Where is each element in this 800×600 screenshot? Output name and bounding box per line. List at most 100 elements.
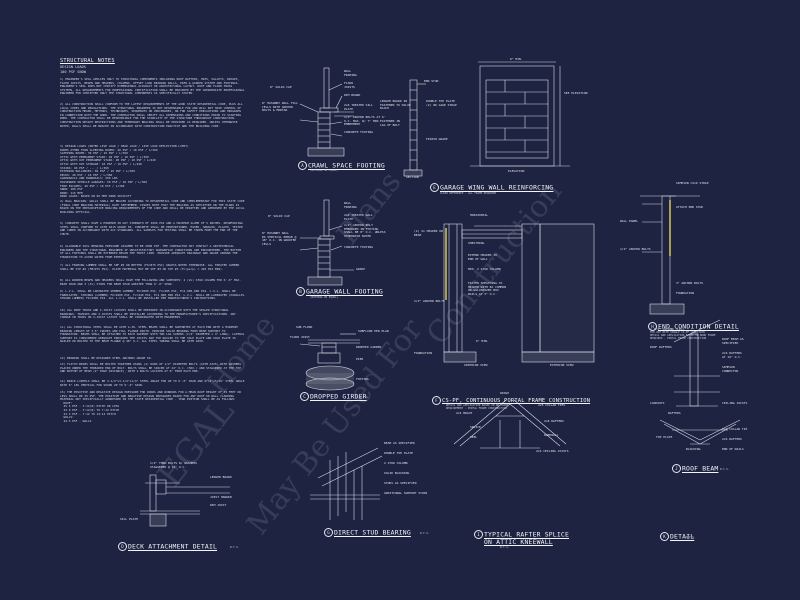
detail-i-letter: I — [474, 530, 483, 539]
callout: 3" ANCHOR BOLTS — [676, 281, 704, 285]
detail-i-scale: N.T.S. — [500, 546, 510, 549]
detail-d-scale: N.T.S. — [230, 546, 240, 549]
callout: CONCRETE FOOTING — [344, 130, 373, 134]
note-3: 3) DESIGN LOADS (NOTED LIVE LOAD / DEAD … — [60, 144, 189, 199]
callout: KNEEWALL — [544, 433, 559, 437]
detail-f-portal-frame — [443, 223, 595, 363]
note-11: 11) ALL STRUCTURAL STEEL SHALL BE ASTM A… — [60, 325, 247, 344]
detail-c-scale: N.T.S. — [360, 396, 370, 399]
callout: 6" MIN. — [510, 57, 523, 61]
callout: FOOTING — [356, 377, 369, 381]
callout: FASTENER IN LAG OF BOLT — [380, 119, 400, 127]
detail-g-letter: G — [324, 528, 333, 537]
note-7: 7) ALL FRAMING LUMBER SHALL BE SPF #2 OR… — [60, 263, 242, 271]
callout: END OF NAILS — [722, 447, 744, 451]
callout: WALL FRAMING — [344, 201, 357, 209]
note-5: 5) CONCRETE SHALL HAVE A MINIMUM 28 DAY … — [60, 221, 245, 236]
callout: EXTERIOR VIEW — [550, 363, 574, 367]
detail-i-title-line2: ON ATTIC KNEEWALL — [484, 538, 553, 546]
notes-snow-load: 100 PSF SNOW — [60, 70, 86, 74]
detail-h-title-text: END CONDITION DETAIL — [658, 322, 739, 331]
detail-f-letter: F — [432, 396, 441, 405]
callout: PIER — [356, 357, 364, 361]
callout: ROOF BEAM AS SPECIFIED — [722, 337, 744, 345]
note-13: 13) FLITCH BEAMS SHALL BE BOLTED TOGETHE… — [60, 362, 243, 374]
callout: SILL PLATE — [120, 517, 139, 521]
note-10: 10) ALL ROOF TRUSS AND I-JOIST LAYOUTS S… — [60, 308, 238, 320]
callout: FINISH GRADE — [426, 137, 448, 141]
callout: 1/2" ANCHOR BOLTS AT 6' O.C. MAX. W/ 7" … — [344, 115, 386, 126]
detail-i-rafter-splice — [453, 399, 567, 449]
callout: SUBFLOOR PER PLAN — [358, 329, 389, 333]
callout: MIN. 2 STUD COLUMN — [468, 267, 501, 271]
detail-h-letter: H — [648, 322, 657, 331]
callout: SIMPSON CONNECTOR — [722, 365, 739, 373]
detail-e-title-text: GARAGE WING WALL REINFORCING — [440, 183, 554, 192]
detail-d-deck-attachment — [140, 474, 230, 527]
callout: ATTACH END STUD — [676, 205, 704, 209]
callout: GRADE — [356, 267, 366, 271]
detail-e-letter: E — [430, 183, 439, 192]
notes-subtitle: DESIGN LOADS — [60, 65, 86, 69]
callout: 1/2" ANCHOR BOLTS — [620, 247, 651, 251]
callout: FLOOR JOISTS — [344, 81, 355, 89]
callout: 6" MIN. — [476, 339, 489, 343]
note-2: 2) ALL CONSTRUCTION SHALL CONFORM TO THE… — [60, 102, 245, 128]
callout: SUB FLOOR — [296, 325, 313, 329]
callout: 2x6 TREATED SILL PLATE — [344, 103, 373, 111]
callout: BLOCKING — [686, 447, 701, 451]
callout: ROOF RAFTERS — [650, 345, 672, 349]
callout: FASTEN SHEATHING TO HEADER WITH 8d COMMO… — [468, 281, 506, 296]
detail-a-scale: (NOTHING OR EQUAL) — [310, 169, 339, 172]
callout: HEEL — [470, 435, 478, 439]
detail-d-letter: D — [118, 542, 127, 551]
callout: JOIST HANGER — [210, 495, 232, 499]
detail-e-scale: CLEAR REFERENCE - ALL FRAME REQUIRED — [440, 192, 497, 195]
callout: SIMPSON CS16 STRAP — [676, 181, 709, 185]
callout: 2x6 COLLAR TIES — [538, 403, 566, 407]
notes-title: STRUCTURAL NOTES — [60, 58, 115, 64]
detail-j-scale: N.T.S. — [720, 468, 730, 471]
callout: RIM JOIST — [210, 503, 227, 507]
detail-i-title-text: TYPICAL RAFTER SPLICE — [484, 530, 569, 539]
detail-a-crawl-space-footing — [299, 67, 354, 157]
detail-k-letter: K — [660, 532, 669, 541]
note-1: 1) ENGINEER'S SEAL APPLIES ONLY TO STRUC… — [60, 77, 247, 96]
detail-b-garage-wall-footing — [299, 199, 354, 286]
callout: FLOOR JOIST — [290, 335, 310, 339]
detail-c-dropped-girder — [299, 333, 360, 391]
callout: LEDGER BOARD — [210, 475, 232, 479]
callout: CONCRETE FOOTING — [344, 245, 373, 249]
callout: FOUNDATION — [414, 351, 433, 355]
callout: HORIZONTAL — [470, 213, 489, 217]
callout: EXTEND HEADER TO END OF WALL — [468, 253, 497, 261]
detail-g-title-text: DIRECT STUD BEARING — [334, 528, 411, 537]
callout: INTERIOR VIEW — [464, 363, 488, 367]
detail-b-letter: B — [296, 287, 305, 296]
callout: TOP PLATE — [656, 435, 673, 439]
callout: 1/2" ANCHOR BOLTS — [414, 299, 445, 303]
callout: (2) 2x HEADER OR BEAM — [414, 229, 443, 237]
callout: 8" MASONRY WALL #4 VERTICAL REBAR @ 48" … — [262, 231, 297, 246]
detail-c-title-text: DROPPED GIRDER — [310, 392, 367, 401]
detail-h-scale: FOR USE WITH SINGLE CS-PF CONDITION DETA… — [650, 331, 716, 340]
callout: 2x4 BRACE — [456, 411, 473, 415]
detail-j-title-text: ROOF BEAM — [682, 464, 719, 473]
note-6: 6) ALLOWABLE SOIL BEARING PRESSURE ASSUM… — [60, 244, 243, 259]
callout: WALL FRAMING — [344, 69, 357, 77]
detail-g-direct-stud-bearing — [310, 447, 383, 520]
callout: 8" SOLID CAP — [270, 85, 292, 89]
callout: 2x6 RAFTERS — [722, 437, 742, 441]
callout: LEDGER BOARD IN FASTENED TO SOLID BLOCK — [380, 99, 411, 110]
note-15: 15) THE POSITIVE AND NEGATIVE DESIGN PRE… — [60, 390, 241, 423]
callout: 8" MASONRY WALL FILL CELLS WITH ANCHOR B… — [262, 101, 299, 112]
callout: ADDITIONAL SUPPORT STUDS — [384, 491, 428, 495]
callout: BEAM AS SPECIFIED — [384, 441, 415, 445]
